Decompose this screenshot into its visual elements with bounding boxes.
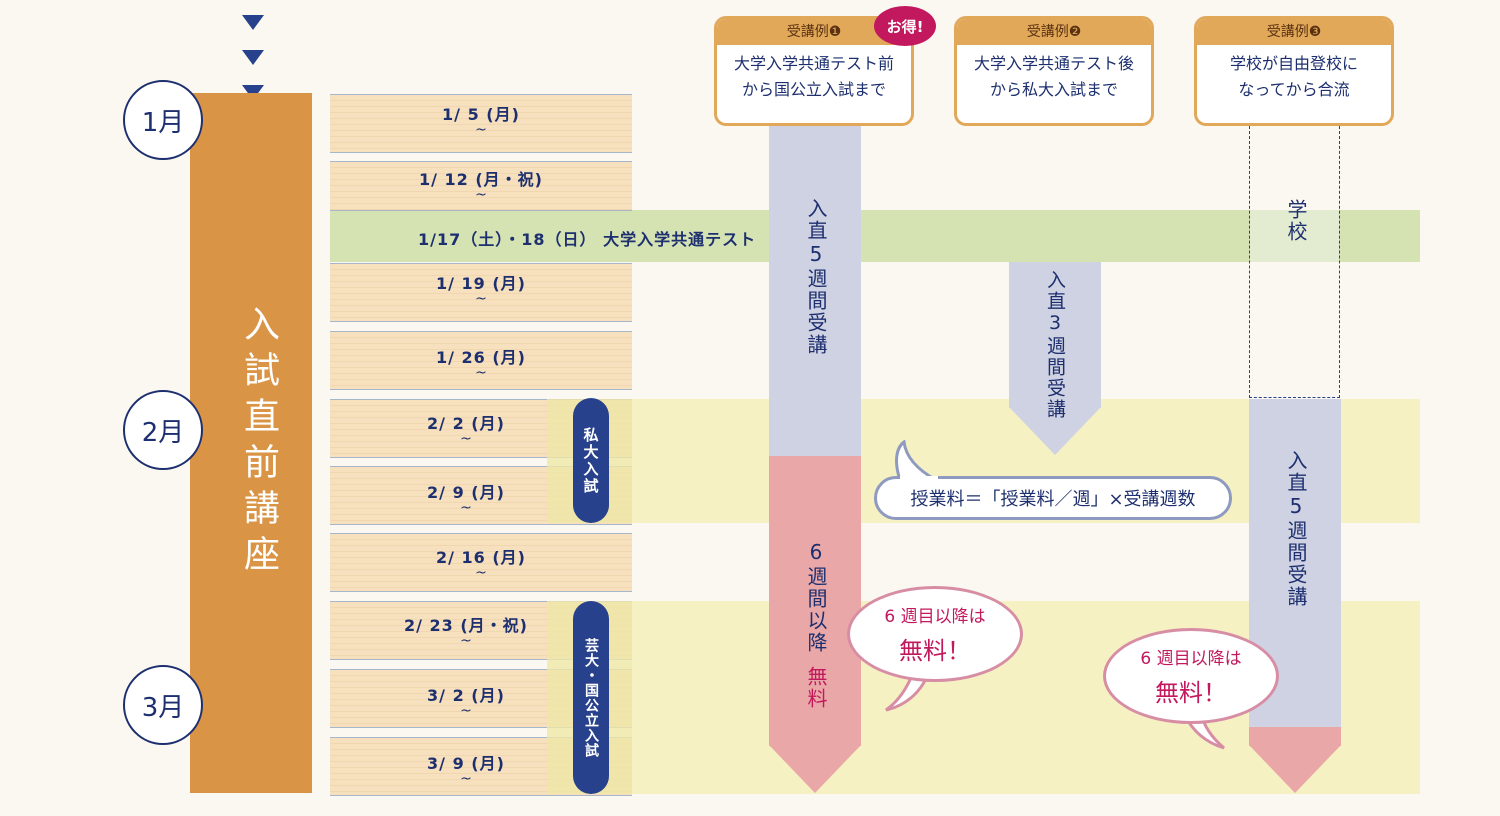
week-tilde: ~	[460, 771, 472, 787]
week-date: 3/ 9 (月)	[427, 754, 505, 773]
ex1-arrow-head	[769, 745, 861, 793]
week-date: 1/ 12 (月・祝)	[418, 170, 543, 189]
free-bubble-line: 無料！	[899, 637, 971, 665]
free-bubble-2: 6 週目以降は 無料！	[1103, 628, 1279, 724]
example-head: 受講例❷	[957, 19, 1151, 45]
week-tilde: ~	[475, 565, 487, 581]
ex3-school-label: 学校	[1284, 199, 1308, 243]
otoku-badge: お得!	[874, 6, 936, 46]
fee-bubble-tail	[895, 440, 942, 482]
month-mar: 3月	[123, 665, 203, 745]
free-bubble-line: 6 週目以降は	[884, 607, 986, 627]
week-date: 2/ 23 (月・祝)	[403, 616, 528, 635]
ex1-bottom-label-b: 無料	[804, 666, 828, 710]
example-head: 受講例❸	[1197, 19, 1391, 45]
ex3-arrow-head	[1249, 745, 1341, 793]
week-date: 2/ 9 (月)	[427, 483, 505, 502]
free-bubble-line: 6 週目以降は	[1140, 649, 1242, 669]
ex3-label: 入直5週間受講	[1284, 450, 1308, 608]
down-triangle-icon	[242, 15, 264, 30]
common-test-label: 1/17（土）・18（日） 大学入学共通テスト	[418, 230, 757, 249]
week-row: 1/ 26 (月) ~	[330, 331, 632, 390]
course-label: 入試直前講座	[238, 305, 279, 581]
month-feb: 2月	[123, 390, 203, 470]
fee-note: 授業料＝「授業料／週」×受講週数	[874, 476, 1232, 520]
week-tilde: ~	[460, 500, 472, 516]
week-date: 1/ 5 (月)	[442, 105, 520, 124]
week-tilde: ~	[475, 187, 487, 203]
week-row: 2/ 16 (月) ~	[330, 533, 632, 592]
example-line: から国公立入試まで	[741, 80, 886, 99]
free-bubble-line: 無料！	[1155, 679, 1227, 707]
ex1-arrow-bottom	[769, 456, 861, 746]
ex2-arrow-head	[1009, 407, 1101, 455]
down-triangle-icon	[242, 50, 264, 65]
week-tilde: ~	[460, 633, 472, 649]
week-tilde: ~	[475, 122, 487, 138]
ex3-arrow-bottom	[1249, 727, 1341, 746]
week-date: 2/ 2 (月)	[427, 414, 505, 433]
free-bubble-1: 6 週目以降は 無料！	[847, 586, 1023, 682]
week-row: 1/ 5 (月) ~	[330, 94, 632, 153]
ex2-arrow-body	[1009, 262, 1101, 408]
national-exam-pill: 芸大・国公立入試	[573, 601, 609, 794]
ex2-label: 入直3週間受講	[1044, 270, 1066, 420]
ex1-bottom-label-a: 6週間以降	[804, 540, 828, 654]
week-tilde: ~	[460, 431, 472, 447]
week-date: 1/ 19 (月)	[435, 274, 526, 293]
common-test-band	[330, 210, 1420, 262]
example-box-3: 受講例❸ 学校が自由登校に なってから合流	[1194, 16, 1394, 126]
week-row: 1/ 19 (月) ~	[330, 263, 632, 322]
course-bar	[190, 93, 312, 793]
private-exam-pill: 私大入試	[573, 398, 609, 523]
fee-bubble-tail-cover	[900, 476, 938, 481]
week-date: 3/ 2 (月)	[427, 686, 505, 705]
example-line: 学校が自由登校に	[1229, 54, 1358, 73]
example-box-2: 受講例❷ 大学入学共通テスト後 から私大入試まで	[954, 16, 1154, 126]
week-date: 1/ 26 (月)	[435, 348, 526, 367]
week-date: 2/ 16 (月)	[435, 548, 526, 567]
example-line: 大学入学共通テスト後	[973, 54, 1134, 73]
month-jan: 1月	[123, 80, 203, 160]
week-tilde: ~	[475, 365, 487, 381]
ex1-top-label: 入直5週間受講	[804, 198, 828, 356]
ex3-school-box	[1249, 126, 1340, 398]
example-line: から私大入試まで	[989, 80, 1118, 99]
week-tilde: ~	[460, 703, 472, 719]
week-tilde: ~	[475, 291, 487, 307]
example-line: 大学入学共通テスト前	[733, 54, 894, 73]
ex3-school-green	[1250, 210, 1339, 262]
ex1-arrow-top	[769, 126, 861, 456]
week-row: 1/ 12 (月・祝) ~	[330, 161, 632, 211]
example-line: なってから合流	[1238, 80, 1350, 99]
